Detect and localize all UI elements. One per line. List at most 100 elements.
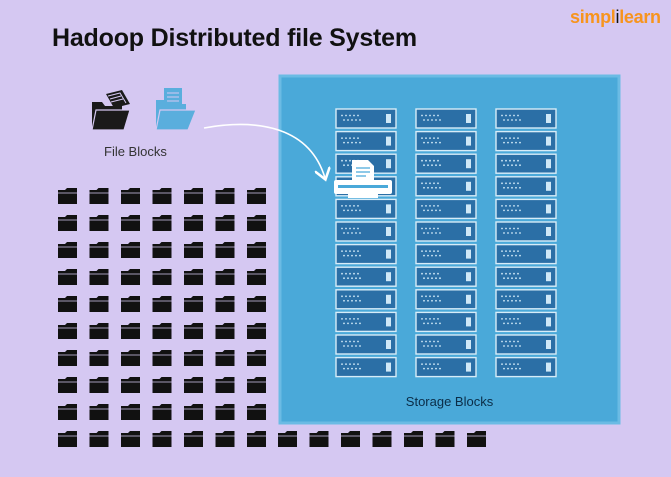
folder-icon bbox=[121, 377, 140, 393]
folder-icon bbox=[341, 431, 360, 447]
folder-icon bbox=[435, 431, 455, 447]
blue-document-folder-icon bbox=[155, 88, 197, 131]
folder-icon bbox=[215, 242, 235, 258]
server-unit bbox=[495, 356, 557, 378]
folder-icon bbox=[152, 404, 172, 420]
folder-icon bbox=[184, 188, 203, 204]
folder-icon bbox=[58, 296, 77, 312]
folder-icon bbox=[89, 377, 109, 393]
file-blocks-label: File Blocks bbox=[104, 144, 167, 159]
folder-icon bbox=[89, 269, 109, 285]
folder-icon bbox=[89, 404, 109, 420]
server-unit bbox=[335, 130, 397, 152]
folder-icon bbox=[372, 431, 392, 447]
folder-icon bbox=[215, 188, 235, 204]
simplilearn-logo: simplilearn bbox=[570, 7, 661, 28]
folder-icon bbox=[121, 350, 140, 366]
folder-icon bbox=[247, 350, 266, 366]
folder-icon bbox=[215, 215, 235, 231]
folder-icon bbox=[215, 404, 235, 420]
server-unit bbox=[335, 243, 397, 265]
folder-icon bbox=[152, 431, 172, 447]
server-unit bbox=[335, 311, 397, 333]
folder-icon bbox=[121, 431, 140, 447]
folder-icon bbox=[121, 296, 140, 312]
transfer-arrow bbox=[203, 123, 325, 178]
folder-icon bbox=[215, 350, 235, 366]
folder-icon bbox=[467, 431, 486, 447]
server-unit bbox=[415, 108, 477, 129]
folder-icon bbox=[121, 242, 140, 258]
folder-icon bbox=[215, 377, 235, 393]
folder-icon bbox=[58, 188, 77, 204]
folder-icon bbox=[89, 350, 109, 366]
server-unit bbox=[415, 289, 477, 310]
folder-icon bbox=[89, 215, 109, 231]
server-unit bbox=[415, 130, 477, 152]
folder-icon bbox=[184, 377, 203, 393]
server-unit bbox=[495, 311, 557, 333]
server-unit bbox=[415, 221, 477, 242]
file-scanner-icon bbox=[334, 160, 392, 198]
folder-icon bbox=[184, 215, 203, 231]
file-block-folder-grid bbox=[58, 188, 486, 447]
folder-icon bbox=[184, 269, 203, 285]
folder-icon bbox=[247, 431, 266, 447]
folder-icon bbox=[121, 404, 140, 420]
server-unit bbox=[415, 334, 477, 355]
folder-icon bbox=[184, 350, 203, 366]
server-unit bbox=[495, 266, 557, 287]
folder-icon bbox=[121, 323, 140, 339]
folder-icon bbox=[89, 431, 109, 447]
folder-icon bbox=[152, 269, 172, 285]
folder-icon bbox=[58, 377, 77, 393]
folder-icon bbox=[309, 431, 329, 447]
server-unit bbox=[335, 198, 397, 220]
page-title: Hadoop Distributed file System bbox=[52, 24, 417, 52]
folder-icon bbox=[152, 377, 172, 393]
storage-blocks-label: Storage Blocks bbox=[405, 394, 494, 409]
server-unit bbox=[335, 221, 397, 242]
server-unit bbox=[415, 243, 477, 265]
folder-icon bbox=[152, 215, 172, 231]
folder-icon bbox=[247, 377, 266, 393]
folder-icon bbox=[247, 323, 266, 339]
folder-icon bbox=[58, 404, 77, 420]
folder-icon bbox=[247, 242, 266, 258]
server-racks bbox=[335, 108, 557, 378]
server-unit bbox=[495, 130, 557, 152]
folder-icon bbox=[152, 323, 172, 339]
server-unit bbox=[335, 334, 397, 355]
folder-icon bbox=[58, 323, 77, 339]
folder-icon bbox=[184, 404, 203, 420]
server-unit bbox=[415, 311, 477, 333]
black-document-folder-icon bbox=[91, 90, 131, 131]
logo-separator: i bbox=[615, 7, 620, 27]
folder-icon bbox=[89, 242, 109, 258]
server-unit bbox=[335, 108, 397, 129]
folder-icon bbox=[184, 296, 203, 312]
folder-icon bbox=[247, 296, 266, 312]
folder-icon bbox=[152, 296, 172, 312]
server-unit bbox=[495, 198, 557, 220]
folder-icon bbox=[121, 215, 140, 231]
logo-part-2: learn bbox=[619, 7, 661, 27]
folder-icon bbox=[58, 242, 77, 258]
folder-icon bbox=[152, 188, 172, 204]
folder-icon bbox=[247, 404, 266, 420]
server-unit bbox=[415, 266, 477, 287]
server-unit bbox=[415, 176, 477, 197]
folder-icon bbox=[152, 350, 172, 366]
folder-icon bbox=[184, 323, 203, 339]
folder-icon bbox=[215, 323, 235, 339]
server-unit bbox=[335, 356, 397, 378]
server-unit bbox=[415, 198, 477, 220]
server-unit bbox=[495, 153, 557, 174]
folder-icon bbox=[215, 431, 235, 447]
folder-icon bbox=[278, 431, 297, 447]
folder-icon bbox=[121, 188, 140, 204]
folder-icon bbox=[58, 215, 77, 231]
server-unit bbox=[495, 108, 557, 129]
server-unit bbox=[415, 356, 477, 378]
